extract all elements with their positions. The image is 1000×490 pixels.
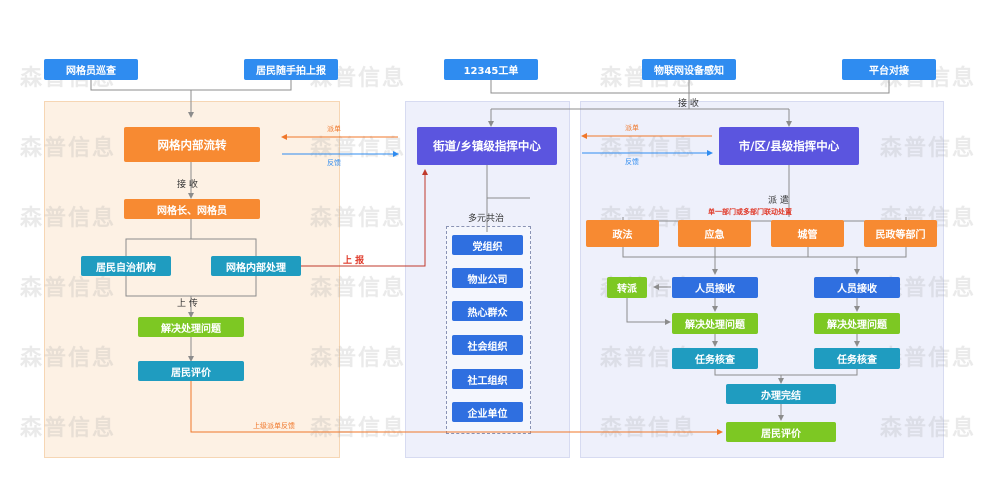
resident-autonomy-node: 居民自治机构 [81, 256, 171, 276]
grid-internal-flow-node: 网格内部流转 [124, 127, 260, 162]
dispatch-left-label: 派单 [327, 125, 341, 133]
org-node-enterprise: 企业单位 [452, 402, 523, 422]
dept-node-urban: 城管 [771, 220, 844, 247]
left-solve-node: 解决处理问题 [138, 317, 244, 337]
org-node-social-work: 社工组织 [452, 369, 523, 389]
right-solve-node-b: 解决处理问题 [814, 313, 900, 334]
complete-node: 办理完结 [726, 384, 836, 404]
iot-source: 物联网设备感知 [642, 59, 736, 80]
feedback-left-label: 反馈 [327, 159, 341, 167]
grid-leader-node: 网格长、网格员 [124, 199, 260, 219]
dept-node-emergency: 应急 [678, 220, 751, 247]
staff-receive-node-a: 人员接收 [672, 277, 758, 298]
bottom-feedback-label: 上级派单反馈 [253, 422, 295, 430]
transfer-node: 转派 [607, 277, 647, 298]
report-label: 上 报 [343, 256, 365, 266]
dispatch-note: 单一部门或多部门联动处置 [708, 208, 792, 216]
receive-top-label: 接 收 [678, 99, 699, 109]
dept-node-civil: 民政等部门 [864, 220, 937, 247]
verify-node-b: 任务核查 [814, 348, 900, 369]
resident-report-source: 居民随手拍上报 [244, 59, 338, 80]
platform-source: 平台对接 [842, 59, 936, 80]
upload-label: 上 传 [177, 299, 198, 309]
right-evaluate-node: 居民评价 [726, 422, 836, 442]
dispatch-right-label: 派单 [625, 124, 639, 132]
grid-patrol-source: 网格员巡查 [44, 59, 138, 80]
multi-governance-box [446, 226, 531, 434]
receive-label: 接 收 [177, 180, 198, 190]
verify-node-a: 任务核查 [672, 348, 758, 369]
grid-internal-handle-node: 网格内部处理 [211, 256, 301, 276]
feedback-right-label: 反馈 [625, 158, 639, 166]
dispatch-label: 派 遣 [768, 196, 789, 206]
multi-governance-label: 多元共治 [468, 214, 505, 224]
staff-receive-node-b: 人员接收 [814, 277, 900, 298]
org-node-property: 物业公司 [452, 268, 523, 288]
street-command-center-node: 街道/乡镇级指挥中心 [417, 127, 557, 165]
org-node-volunteers: 热心群众 [452, 301, 523, 321]
dept-node-law: 政法 [586, 220, 659, 247]
left-evaluate-node: 居民评价 [138, 361, 244, 381]
hotline-source: 12345工单 [444, 59, 538, 80]
city-command-center-node: 市/区/县级指挥中心 [719, 127, 859, 165]
org-node-party: 党组织 [452, 235, 523, 255]
org-node-social: 社会组织 [452, 335, 523, 355]
right-solve-node-a: 解决处理问题 [672, 313, 758, 334]
